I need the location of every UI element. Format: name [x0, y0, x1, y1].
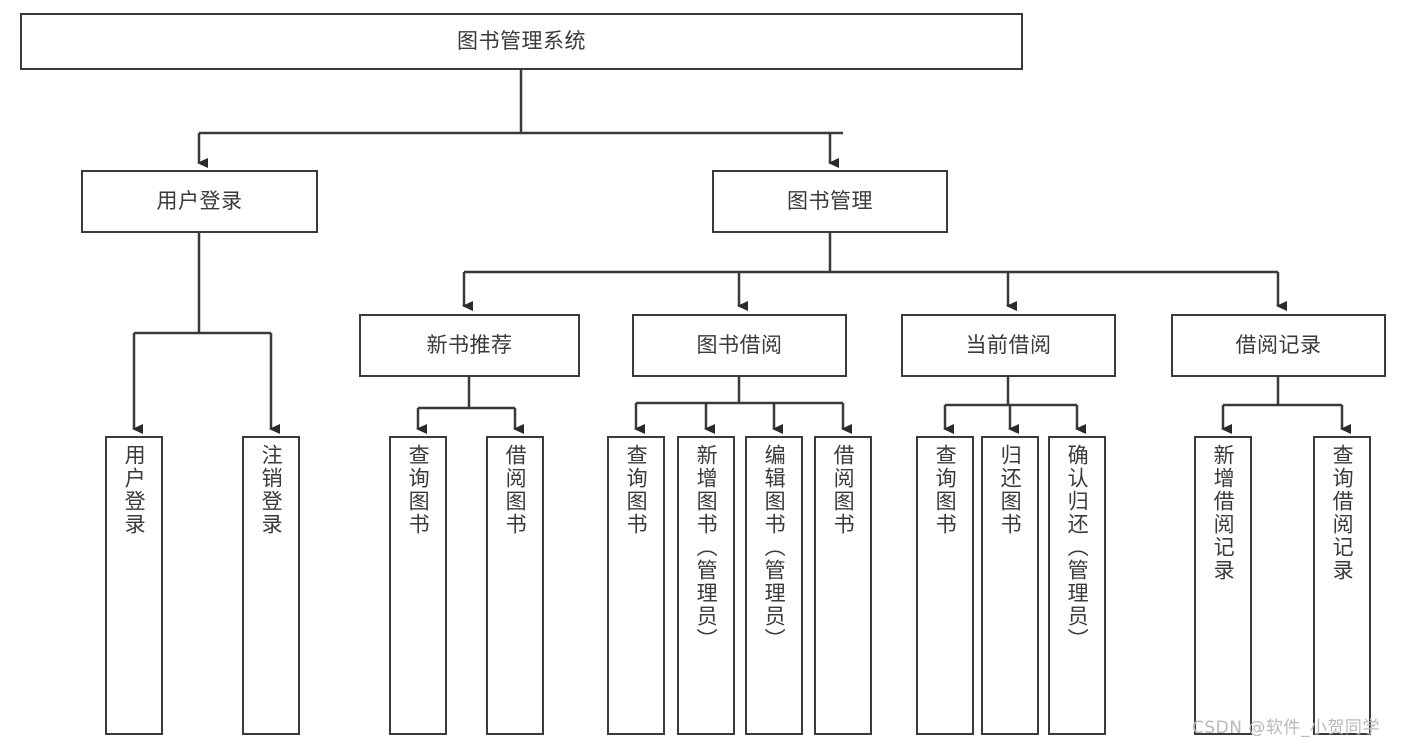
leaf-label: 查询借阅记录 [1330, 444, 1355, 582]
node-borrow-record[interactable]: 借阅记录 [1171, 314, 1386, 377]
leaf-label: 确认归还（管理员） [1065, 444, 1090, 651]
leaf-borrow-query-book[interactable]: 查询图书 [607, 436, 665, 735]
leaf-label: 查询图书 [406, 444, 431, 536]
node-user-login-label: 用户登录 [156, 188, 243, 213]
leaf-current-return-book[interactable]: 归还图书 [981, 436, 1039, 735]
leaf-label: 借阅图书 [503, 444, 528, 536]
node-user-login[interactable]: 用户登录 [81, 170, 318, 233]
leaf-label: 查询图书 [624, 444, 649, 536]
csdn-watermark: CSDN @软件_小贺同学 [1192, 718, 1380, 738]
leaf-label: 新增图书（管理员） [694, 444, 719, 651]
leaf-record-add[interactable]: 新增借阅记录 [1194, 436, 1252, 735]
leaf-user-login-logout[interactable]: 注销登录 [242, 436, 300, 735]
leaf-label: 新增借阅记录 [1211, 444, 1236, 582]
node-book-borrow[interactable]: 图书借阅 [632, 314, 847, 377]
leaf-label: 注销登录 [259, 444, 284, 536]
leaf-current-confirm-return[interactable]: 确认归还（管理员） [1048, 436, 1106, 735]
leaf-borrow-add-book[interactable]: 新增图书（管理员） [677, 436, 735, 735]
node-book-borrow-label: 图书借阅 [696, 332, 783, 357]
leaf-borrow-edit-book[interactable]: 编辑图书（管理员） [745, 436, 803, 735]
leaf-label: 用户登录 [122, 444, 147, 536]
leaf-user-login-login[interactable]: 用户登录 [105, 436, 163, 735]
leaf-borrow-borrow-book[interactable]: 借阅图书 [814, 436, 872, 735]
node-root-system[interactable]: 图书管理系统 [20, 13, 1023, 70]
node-borrow-record-label: 借阅记录 [1235, 332, 1322, 357]
node-book-management[interactable]: 图书管理 [712, 170, 948, 233]
leaf-label: 查询图书 [933, 444, 958, 536]
leaf-new-book-borrow[interactable]: 借阅图书 [486, 436, 544, 735]
leaf-label: 归还图书 [998, 444, 1023, 536]
leaf-current-query-book[interactable]: 查询图书 [916, 436, 974, 735]
leaf-label: 编辑图书（管理员） [762, 444, 787, 651]
leaf-label: 借阅图书 [831, 444, 856, 536]
node-new-book-recommend[interactable]: 新书推荐 [359, 314, 580, 377]
node-root-label: 图书管理系统 [457, 28, 586, 53]
node-current-borrow[interactable]: 当前借阅 [901, 314, 1116, 377]
leaf-new-book-query[interactable]: 查询图书 [389, 436, 447, 735]
node-current-borrow-label: 当前借阅 [965, 332, 1052, 357]
node-new-book-recommend-label: 新书推荐 [426, 332, 513, 357]
node-book-management-label: 图书管理 [787, 188, 873, 213]
leaf-record-query[interactable]: 查询借阅记录 [1313, 436, 1371, 735]
